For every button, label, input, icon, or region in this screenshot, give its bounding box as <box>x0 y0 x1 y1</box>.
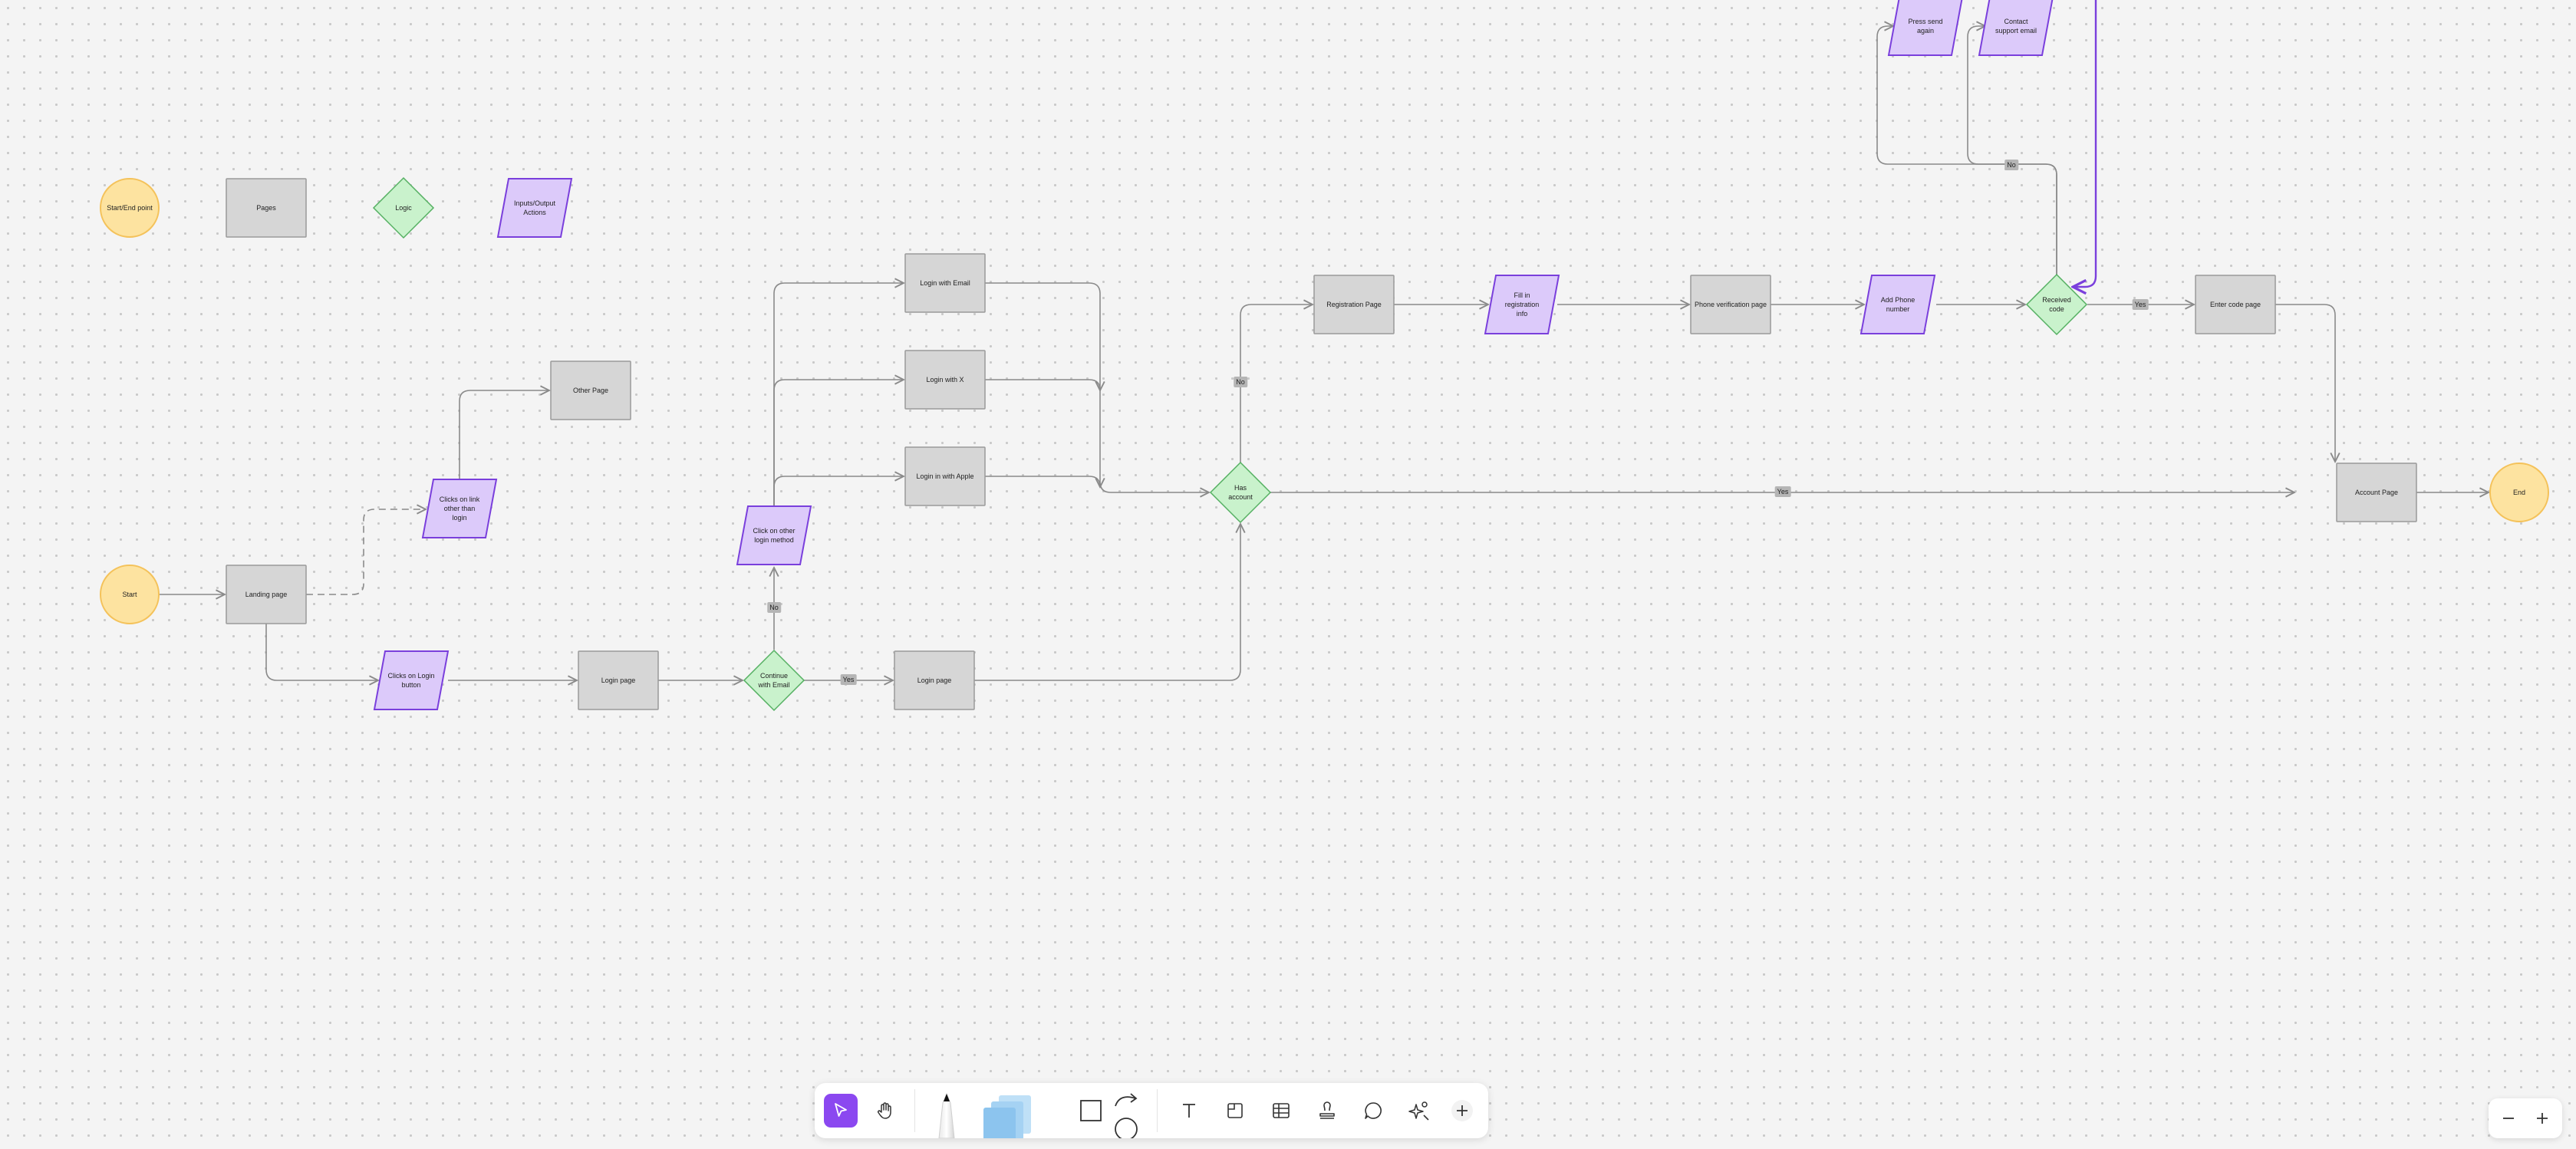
connector-tool-button[interactable] <box>1109 1089 1143 1138</box>
zoom-out-button[interactable] <box>2493 1103 2524 1134</box>
node-end[interactable] <box>2489 463 2549 522</box>
edge-label-no: No <box>767 602 781 613</box>
legend-pages[interactable] <box>226 178 307 238</box>
node-clicks-login[interactable] <box>373 650 450 710</box>
text-icon <box>1183 1104 1195 1118</box>
square-icon <box>1080 1100 1102 1121</box>
zoom-in-button[interactable] <box>2527 1103 2558 1134</box>
node-account-page[interactable] <box>2336 463 2417 522</box>
node-press-send-again[interactable] <box>1887 0 1963 56</box>
plus-icon <box>2537 1113 2548 1124</box>
actions-tool-button[interactable] <box>1402 1094 1436 1128</box>
edge-label-yes: Yes <box>1774 486 1791 497</box>
sticky-notes-button[interactable] <box>973 1092 1037 1138</box>
minus-icon <box>2503 1118 2514 1119</box>
edge-label-no: No <box>1234 377 1247 387</box>
sticky-note-icon <box>983 1095 1031 1138</box>
connector[interactable] <box>985 476 1100 487</box>
connector[interactable] <box>459 390 549 479</box>
node-enter-code[interactable] <box>2195 275 2276 334</box>
stamp-tool-button[interactable] <box>1310 1094 1344 1128</box>
edge-label-no: No <box>2004 160 2018 170</box>
plus-icon <box>1451 1100 1473 1121</box>
zoom-controls <box>2489 1098 2562 1138</box>
node-start[interactable] <box>100 565 160 624</box>
node-landing-page[interactable] <box>226 565 307 624</box>
connector[interactable] <box>773 476 904 506</box>
connector[interactable] <box>265 624 378 680</box>
table-icon <box>1273 1103 1290 1118</box>
connector[interactable] <box>773 380 904 506</box>
hand-tool-button[interactable] <box>868 1094 902 1128</box>
connector[interactable] <box>985 282 1209 492</box>
connector[interactable] <box>1240 305 1313 463</box>
connector-icon <box>1115 1093 1138 1138</box>
node-login-page-2[interactable] <box>894 650 975 710</box>
connector[interactable] <box>985 379 1100 390</box>
stamp-icon <box>1319 1101 1335 1119</box>
hand-icon <box>878 1102 891 1119</box>
node-login-page[interactable] <box>578 650 659 710</box>
node-other-page[interactable] <box>550 361 631 420</box>
node-received-code[interactable] <box>2025 273 2088 336</box>
legend-start-end[interactable] <box>100 178 160 238</box>
table-tool-button[interactable] <box>1264 1094 1298 1128</box>
node-login-email[interactable] <box>904 253 986 313</box>
node-click-other-method[interactable] <box>736 505 812 565</box>
legend-inputs[interactable] <box>496 178 573 238</box>
text-tool-button[interactable] <box>1172 1094 1206 1128</box>
node-add-phone[interactable] <box>1860 275 1936 334</box>
node-clicks-other-link[interactable] <box>421 479 498 538</box>
connector[interactable] <box>306 509 426 595</box>
node-contact-support[interactable] <box>1978 0 2054 56</box>
sparkle-icon <box>1408 1101 1429 1121</box>
comment-icon <box>1365 1102 1382 1119</box>
node-fill-registration[interactable] <box>1484 275 1560 334</box>
edge-label-yes: Yes <box>840 674 857 685</box>
shape-tool-button[interactable] <box>1074 1094 1108 1128</box>
node-continue-with-email[interactable] <box>743 649 805 712</box>
node-login-x[interactable] <box>904 350 986 410</box>
connector[interactable] <box>2275 304 2335 462</box>
section-icon <box>1227 1103 1243 1118</box>
pen-icon <box>938 1092 955 1138</box>
comment-tool-button[interactable] <box>1356 1094 1390 1128</box>
legend-logic[interactable] <box>372 176 435 239</box>
pen-tool-button[interactable] <box>930 1091 964 1138</box>
node-login-apple[interactable] <box>904 446 986 506</box>
node-registration-page[interactable] <box>1313 275 1395 334</box>
connector[interactable] <box>773 283 904 506</box>
connector[interactable] <box>974 524 1240 681</box>
node-phone-verification[interactable] <box>1690 275 1771 334</box>
connector[interactable] <box>1876 26 2057 275</box>
node-has-account[interactable] <box>1209 461 1272 524</box>
edge-label-yes: Yes <box>2132 299 2149 310</box>
connector[interactable] <box>1967 26 2057 275</box>
section-tool-button[interactable] <box>1218 1094 1252 1128</box>
cursor-icon <box>835 1103 847 1117</box>
more-tools-button[interactable] <box>1445 1094 1479 1128</box>
connector[interactable] <box>2073 0 2097 287</box>
bottom-toolbar <box>815 1083 1488 1138</box>
select-tool-button[interactable] <box>824 1094 858 1128</box>
